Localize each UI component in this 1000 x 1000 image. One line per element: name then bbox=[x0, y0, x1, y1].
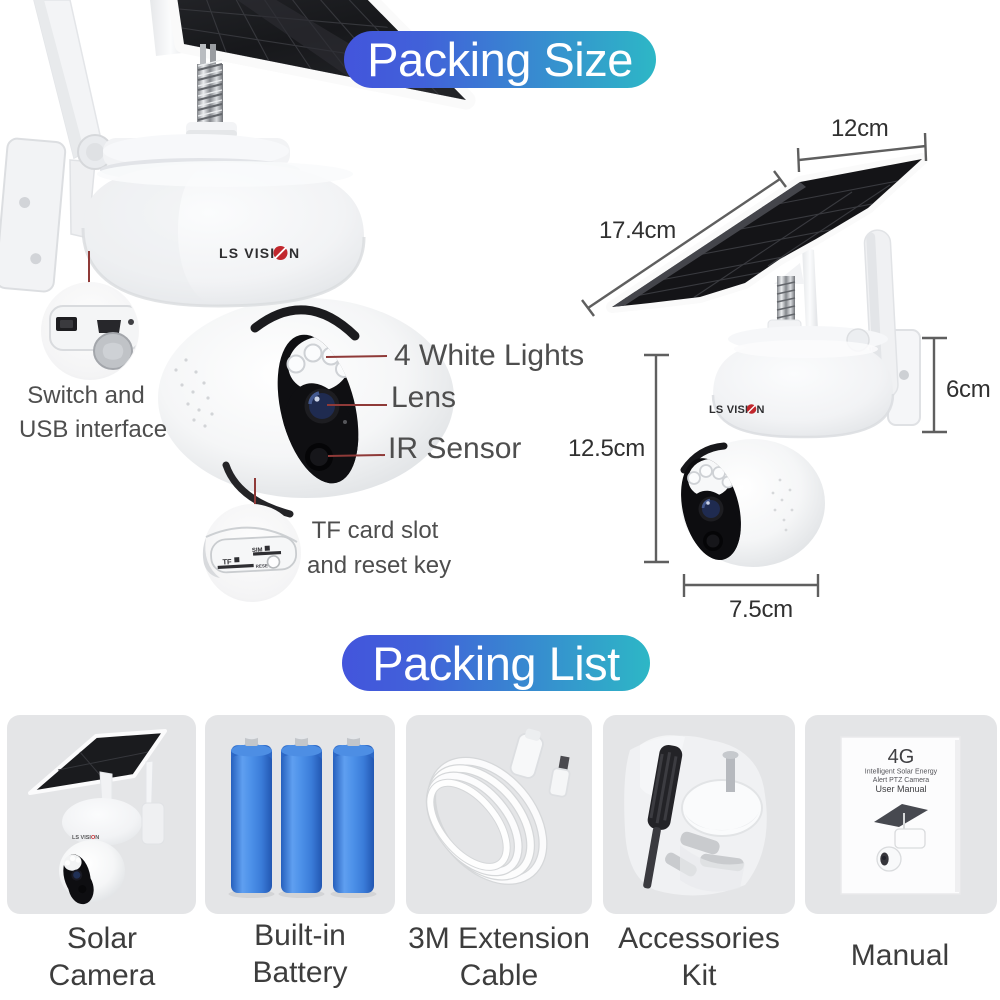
svg-text:LS VISI: LS VISI bbox=[709, 404, 748, 416]
svg-text:SIM: SIM bbox=[252, 547, 263, 554]
svg-text:LS VISI: LS VISI bbox=[219, 245, 275, 261]
svg-text:RESET: RESET bbox=[256, 563, 271, 569]
svg-text:TF: TF bbox=[222, 557, 232, 566]
svg-text:LS VISION: LS VISION bbox=[72, 835, 99, 841]
svg-text:N: N bbox=[757, 404, 765, 416]
svg-text:Intelligent Solar Energy: Intelligent Solar Energy bbox=[865, 769, 938, 776]
svg-text:N: N bbox=[289, 245, 299, 261]
svg-text:User Manual: User Manual bbox=[875, 784, 926, 794]
svg-text:Alert PTZ Camera: Alert PTZ Camera bbox=[873, 777, 930, 784]
svg-text:4G: 4G bbox=[888, 746, 915, 768]
